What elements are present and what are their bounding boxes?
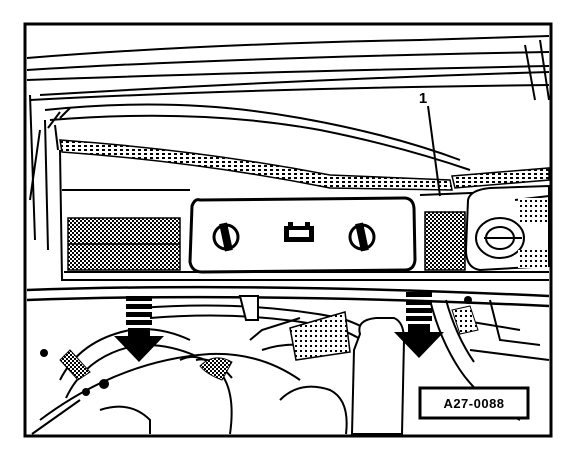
callout-label-1: 1 (419, 90, 427, 107)
hood-outline (26, 35, 550, 101)
fastener-right[interactable] (348, 222, 376, 252)
wiper-motor (464, 184, 550, 272)
reference-code: A27-0088 (443, 396, 504, 411)
fastener-left[interactable] (212, 222, 240, 252)
down-arrow-right (394, 292, 444, 358)
reference-code-box: A27-0088 (418, 386, 530, 420)
down-arrow-left (114, 296, 164, 362)
callout-leader-1 (427, 105, 441, 197)
engine-bay-bolts (40, 296, 472, 396)
right-vent (424, 211, 466, 271)
corrugated-hose (59, 305, 479, 381)
plenum-grille-right (451, 167, 550, 189)
plenum-grille-strip (59, 139, 453, 191)
windshield-edge (44, 103, 471, 171)
connector-icon (284, 222, 314, 242)
left-pillar (29, 94, 59, 251)
